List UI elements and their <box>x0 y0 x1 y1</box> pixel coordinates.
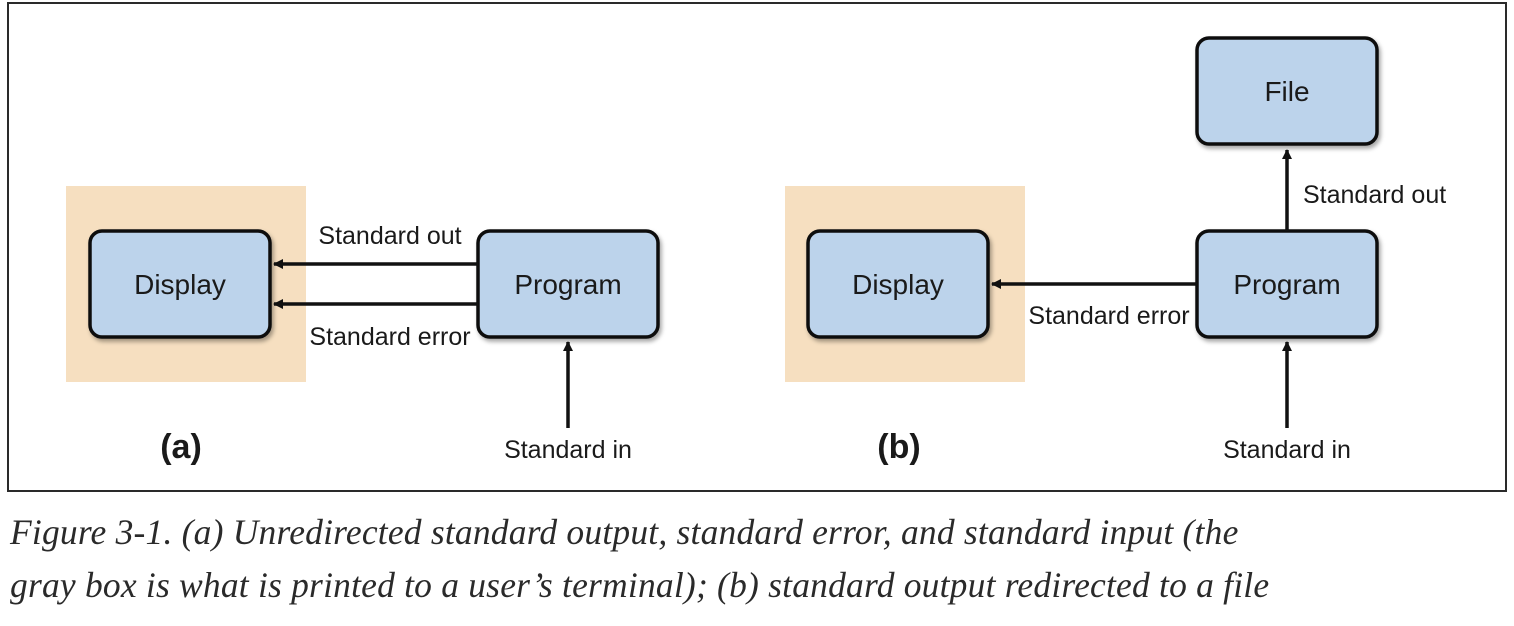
file-node-b-label: File <box>1264 76 1309 107</box>
stdin-label-a: Standard in <box>504 436 632 464</box>
stderr-label-a: Standard error <box>309 323 470 351</box>
figure-caption-line-2: gray box is what is printed to a user’s … <box>10 565 1270 605</box>
display-node-a: Display <box>88 229 272 339</box>
program-node-b: Program <box>1195 229 1379 339</box>
stdout-label-b: Standard out <box>1303 181 1446 209</box>
figure-caption: Figure 3-1. (a) Unredirected standard ou… <box>10 506 1505 612</box>
file-node-b: File <box>1195 36 1379 146</box>
display-node-a-label: Display <box>134 269 226 300</box>
stdout-label-a: Standard out <box>318 222 461 250</box>
program-node-b-label: Program <box>1233 269 1340 300</box>
panel-b-label: (b) <box>877 428 920 466</box>
panel-a-label: (a) <box>160 428 202 466</box>
program-node-a-label: Program <box>514 269 621 300</box>
stderr-label-b: Standard error <box>1028 302 1189 330</box>
display-node-b: Display <box>806 229 990 339</box>
figure-caption-line-1: Figure 3-1. (a) Unredirected standard ou… <box>10 512 1239 552</box>
panel-a: Display Program Standard out Standard er… <box>66 186 660 466</box>
panel-b: Display Program File Standard out Standa… <box>785 36 1446 466</box>
display-node-b-label: Display <box>852 269 944 300</box>
stdin-label-b: Standard in <box>1223 436 1351 464</box>
program-node-a: Program <box>476 229 660 339</box>
